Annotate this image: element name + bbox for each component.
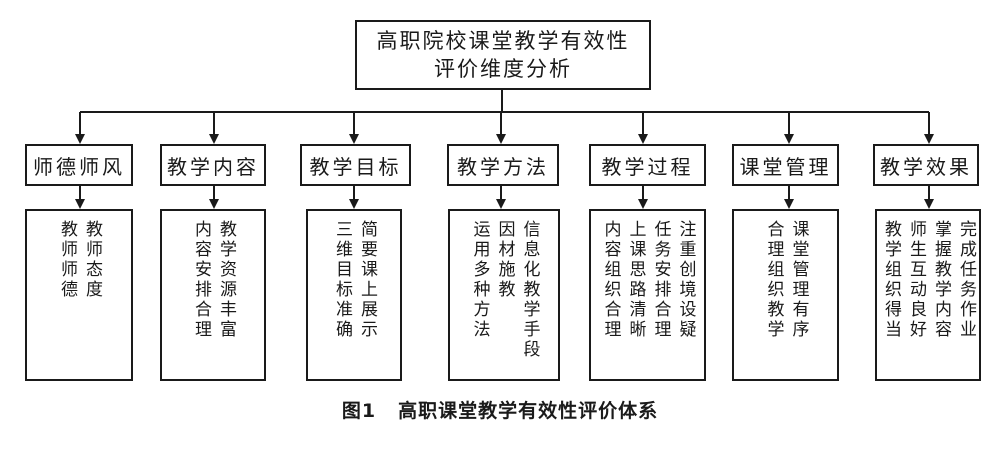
detail-arrowhead — [784, 199, 794, 209]
detail-box: 信息化教学手段因材施教运用多种方法 — [448, 209, 560, 381]
detail-arrowhead — [638, 199, 648, 209]
detail-text-column: 教师师德 — [57, 220, 77, 300]
category-node: 教学目标 — [300, 144, 411, 186]
detail-box: 教学资源丰富内容安排合理 — [160, 209, 266, 381]
branch-arrowhead — [638, 134, 648, 144]
category-node: 教学效果 — [873, 144, 979, 186]
detail-box: 教师态度教师师德 — [25, 209, 133, 381]
category-label: 课堂管理 — [739, 154, 832, 179]
detail-text-column: 运用多种方法 — [469, 220, 490, 340]
root-title-line2: 评价维度分析 — [434, 57, 572, 81]
category-label: 教学目标 — [309, 154, 402, 179]
detail-text-column: 因材施教 — [494, 220, 515, 300]
detail-text-column: 课堂管理有序 — [788, 220, 809, 340]
figure-caption: 图1 高职课堂教学有效性评价体系 — [0, 396, 1000, 423]
detail-arrowhead — [75, 199, 85, 209]
category-label: 师德师风 — [33, 154, 125, 179]
category-node: 教学方法 — [447, 144, 559, 186]
root-title-line1: 高职院校课堂教学有效性 — [376, 29, 630, 53]
detail-box: 完成任务作业掌握教学内容师生互动良好教学组织得当 — [875, 209, 981, 381]
branch-arrowhead — [496, 134, 506, 144]
branch-arrowhead — [924, 134, 934, 144]
figure-number: 图1 — [341, 400, 377, 422]
category-node: 课堂管理 — [732, 144, 839, 186]
branch-arrowhead — [349, 134, 359, 144]
branch-arrowhead — [75, 134, 85, 144]
detail-text-column: 注重创境设疑 — [675, 220, 696, 340]
detail-text-column: 掌握教学内容 — [931, 220, 951, 340]
branch-arrowhead — [784, 134, 794, 144]
detail-text-column: 教师态度 — [82, 220, 102, 300]
detail-text-column: 教学组织得当 — [881, 220, 901, 340]
category-label: 教学过程 — [601, 154, 694, 179]
detail-arrowhead — [349, 199, 359, 209]
detail-text-column: 内容安排合理 — [191, 220, 211, 340]
detail-text-column: 教学资源丰富 — [216, 220, 236, 340]
category-label: 教学内容 — [167, 154, 259, 179]
detail-text-column: 师生互动良好 — [906, 220, 926, 340]
detail-arrowhead — [209, 199, 219, 209]
detail-box: 简要课上展示三维目标准确 — [306, 209, 402, 381]
detail-text-column: 三维目标准确 — [332, 220, 352, 340]
category-node: 教学内容 — [160, 144, 266, 186]
detail-text-column: 内容组织合理 — [600, 220, 621, 340]
detail-box: 注重创境设疑任务安排合理上课思路清晰内容组织合理 — [589, 209, 706, 381]
detail-text-column: 上课思路清晰 — [625, 220, 646, 340]
detail-text-column: 任务安排合理 — [650, 220, 671, 340]
figure-caption-text: 高职课堂教学有效性评价体系 — [398, 400, 659, 422]
branch-arrowhead — [209, 134, 219, 144]
detail-text-column: 合理组织教学 — [763, 220, 784, 340]
category-label: 教学效果 — [880, 154, 972, 179]
detail-box: 课堂管理有序合理组织教学 — [732, 209, 839, 381]
detail-text-column: 简要课上展示 — [357, 220, 377, 340]
category-node: 师德师风 — [25, 144, 133, 186]
category-label: 教学方法 — [457, 154, 549, 179]
root-node: 高职院校课堂教学有效性 评价维度分析 — [355, 20, 651, 90]
detail-arrowhead — [924, 199, 934, 209]
category-node: 教学过程 — [589, 144, 706, 186]
detail-arrowhead — [496, 199, 506, 209]
detail-text-column: 信息化教学手段 — [519, 220, 540, 360]
detail-text-column: 完成任务作业 — [956, 220, 976, 340]
